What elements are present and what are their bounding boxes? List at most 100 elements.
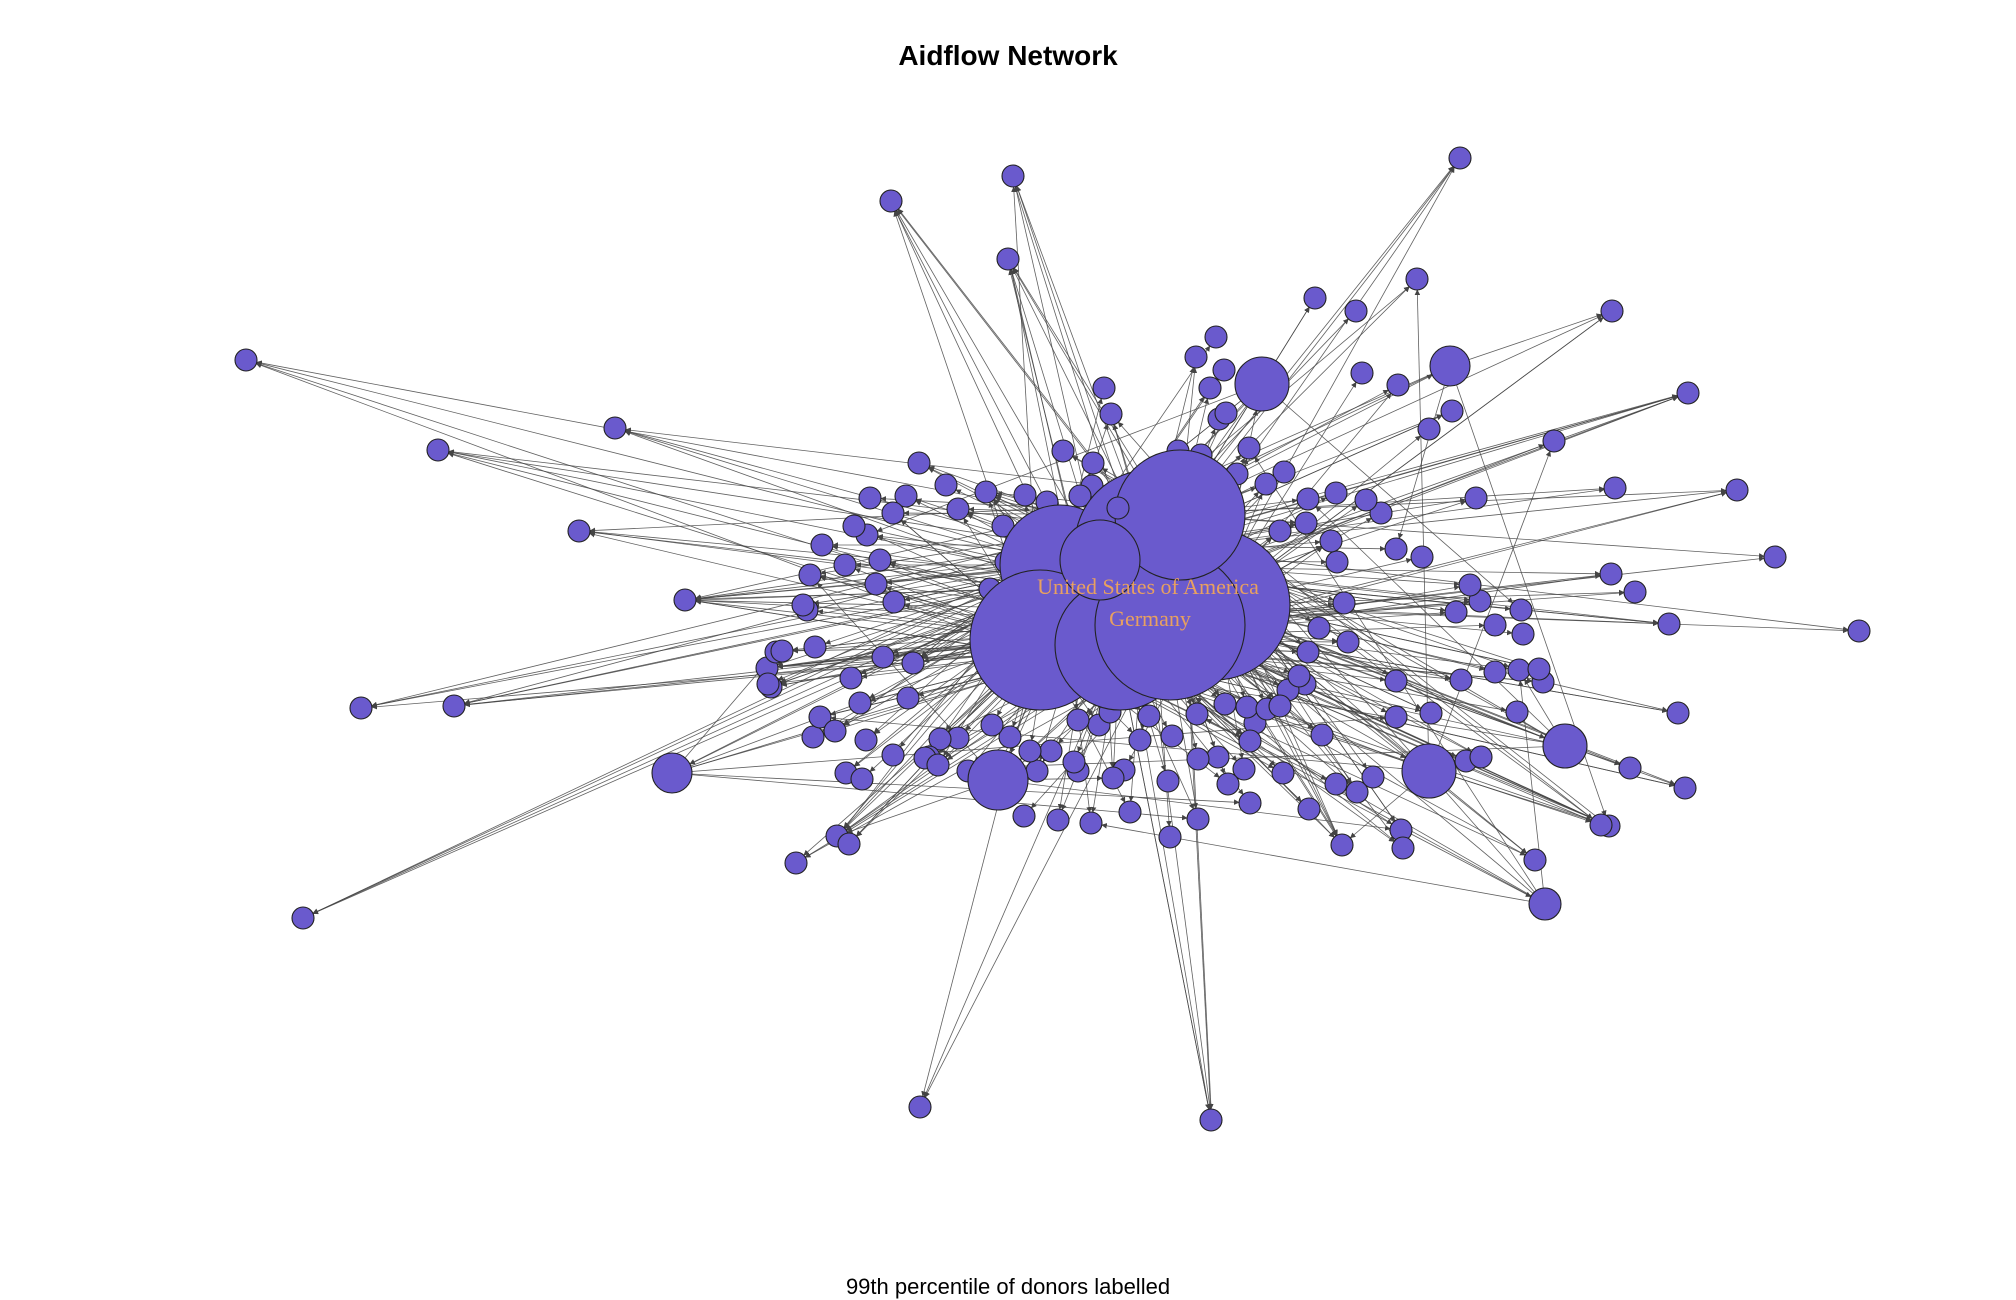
node-small [1847, 619, 1871, 643]
node-small [901, 651, 925, 675]
labels-layer: United States of America Germany [1037, 574, 1259, 631]
nodes-layer [234, 146, 1871, 1132]
node-small [1458, 573, 1482, 597]
node-small [1237, 436, 1261, 460]
node-small [1448, 146, 1472, 170]
node-small [1763, 545, 1787, 569]
node-small [1046, 808, 1070, 832]
node-small [850, 767, 874, 791]
node-small [1527, 657, 1551, 681]
node-small [871, 645, 895, 669]
node-small [791, 593, 815, 617]
node-small [756, 672, 780, 696]
node-small [426, 438, 450, 462]
node-small [1440, 399, 1464, 423]
node-label-germany: Germany [1109, 606, 1191, 631]
node-small [854, 728, 878, 752]
node-small [926, 753, 950, 777]
node-small [894, 484, 918, 508]
node-small [946, 497, 970, 521]
node-small [864, 572, 888, 596]
node-small [1603, 476, 1627, 500]
edge [1206, 718, 1546, 905]
node-small [1214, 401, 1238, 425]
edge [1214, 604, 1668, 713]
node-small [907, 451, 931, 475]
node-small [1156, 769, 1180, 793]
node-small [1128, 728, 1152, 752]
node-small [1330, 833, 1354, 857]
node-small [908, 1095, 932, 1119]
node-small [1369, 501, 1393, 525]
node-small [1039, 739, 1063, 763]
node-small [567, 519, 591, 543]
node-small [1092, 376, 1116, 400]
node-small [1303, 286, 1327, 310]
node-small [1013, 483, 1037, 507]
node-small [842, 514, 866, 538]
node-small [1238, 791, 1262, 815]
edge [1449, 313, 1603, 367]
node-small [349, 696, 373, 720]
node-small [1325, 550, 1349, 574]
node-small [1332, 591, 1356, 615]
edge [256, 360, 1161, 532]
node-small [234, 348, 258, 372]
node-small [442, 694, 466, 718]
node-small [1213, 692, 1237, 716]
node-small [1319, 529, 1343, 553]
edge [1132, 662, 1600, 824]
node-small [603, 416, 627, 440]
edge [1122, 668, 1526, 856]
node-small [1623, 580, 1647, 604]
edge [896, 210, 1101, 561]
node-small [980, 713, 1004, 737]
node-small [1235, 695, 1259, 719]
node-small [1212, 358, 1236, 382]
edge [255, 362, 1062, 665]
node-small [1099, 402, 1123, 426]
node-small [1505, 700, 1529, 724]
node-small [808, 705, 832, 729]
edge [1188, 394, 1678, 531]
node-small [1158, 825, 1182, 849]
node-small [1600, 299, 1624, 323]
node-small [1254, 472, 1278, 496]
node-small [770, 639, 794, 663]
edge [671, 772, 1188, 821]
node-small [974, 480, 998, 504]
node-small [1599, 562, 1623, 586]
node-medium [1401, 743, 1457, 799]
node-small [1666, 701, 1690, 725]
node-small [1345, 780, 1369, 804]
node-small [1001, 164, 1025, 188]
node-small [998, 725, 1022, 749]
node-small [1419, 701, 1443, 725]
node-small [1589, 813, 1613, 837]
node-small [1310, 723, 1334, 747]
node-small [896, 686, 920, 710]
node-small [1296, 487, 1320, 511]
node-small [803, 635, 827, 659]
edge [895, 210, 1061, 566]
node-small [1296, 640, 1320, 664]
node-small [848, 691, 872, 715]
node-small [1336, 630, 1360, 654]
node-small [1185, 702, 1209, 726]
node-small [1386, 373, 1410, 397]
node-small [1106, 496, 1130, 520]
node-small [1444, 600, 1468, 624]
node-small [1511, 622, 1535, 646]
node-small [1410, 545, 1434, 569]
node-small [1216, 772, 1240, 796]
edge [371, 570, 1080, 708]
node-small [1160, 724, 1184, 748]
node-small [1509, 598, 1533, 622]
node-small [1101, 766, 1125, 790]
node-small [1184, 345, 1208, 369]
node-small [837, 832, 861, 856]
chart-caption: 99th percentile of donors labelled [845, 1274, 1171, 1299]
edge [1261, 383, 1514, 604]
node-small [1657, 612, 1681, 636]
node-small [1725, 478, 1749, 502]
